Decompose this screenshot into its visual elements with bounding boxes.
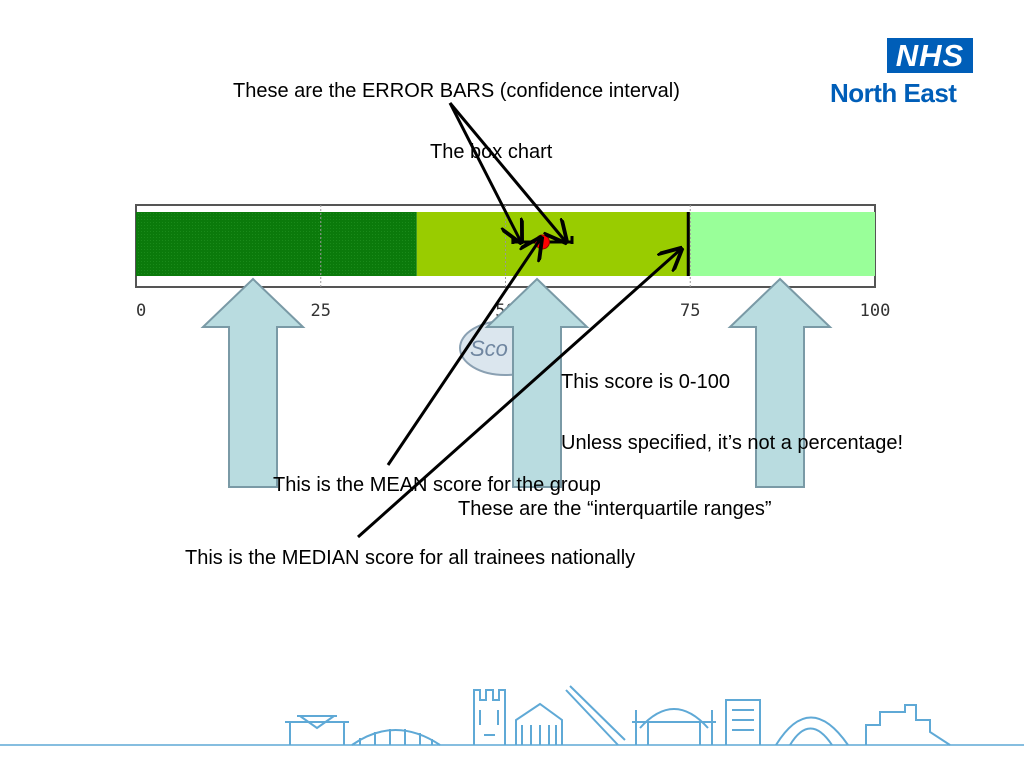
up-arrow-middle-icon [484,277,590,488]
up-arrow-left-icon [200,277,306,488]
tick-label-75: 75 [680,301,700,321]
nhs-region-label: North East [830,78,957,108]
score-band-1 [136,212,417,276]
up-arrow-right-icon [727,277,833,488]
nhs-logo: NHS [887,38,973,73]
score-band-3 [690,212,875,276]
median-annotation: This is the MEDIAN score for all trainee… [185,547,636,569]
score-band-2 [416,212,691,276]
score-range-annotation: This score is 0-100 [561,371,730,393]
box-chart-annotation: The box chart [430,141,553,163]
tick-label-25: 25 [311,301,331,321]
error-bars-annotation: These are the ERROR BARS (confidence int… [233,80,680,102]
north-east-landmarks-skyline-icon [0,685,1024,746]
mean-annotation: This is the MEAN score for the group [273,474,601,496]
iqr-up-arrows [200,277,833,488]
tick-label-0: 0 [136,301,146,321]
iqr-annotation: These are the “interquartile ranges” [458,498,772,520]
not-percentage-annotation: Unless specified, it’s not a percentage! [561,432,904,454]
pointer-arrow-error-right [448,102,566,242]
score-bubble-text: Sco [470,336,508,361]
tick-label-100: 100 [860,301,891,321]
pointer-arrow-mean [386,238,541,466]
pointer-arrows [357,102,681,539]
pointer-arrow-error-left [448,102,521,242]
pointer-arrow-median [357,249,681,539]
